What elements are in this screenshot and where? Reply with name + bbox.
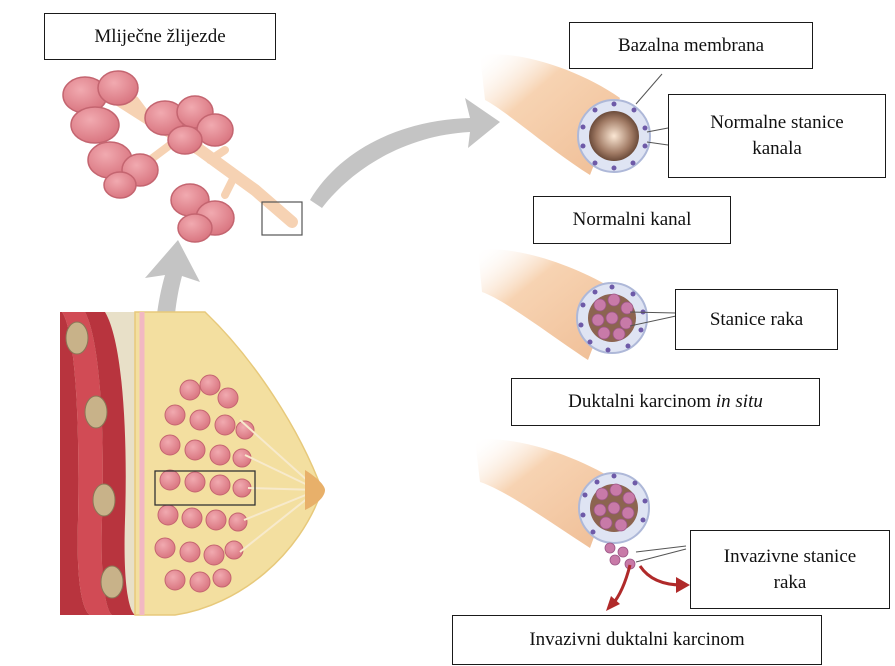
label-mammary-glands: Mliječne žlijezde [44, 13, 276, 60]
label-cancer-cells: Stanice raka [675, 289, 838, 350]
label-normal-duct-cells: Normalne stanice kanala [668, 94, 886, 178]
label-invasive-ductal-carcinoma-text: Invazivni duktalni karcinom [529, 627, 744, 653]
label-invasive-cells-line2: raka [774, 570, 807, 596]
label-basement-membrane: Bazalna membrana [569, 22, 813, 69]
label-dcis: Duktalni karcinom in situ [511, 378, 820, 426]
label-invasive-ductal-carcinoma: Invazivni duktalni karcinom [452, 615, 822, 665]
arrow-to-duct [310, 98, 500, 208]
invasive-duct-illustration [475, 439, 690, 611]
label-dcis-italic: in situ [716, 391, 763, 412]
label-normal-duct: Normalni kanal [533, 196, 731, 244]
label-normal-duct-text: Normalni kanal [573, 207, 692, 233]
label-dcis-text: Duktalni karcinom in situ [568, 389, 763, 415]
label-cancer-cells-text: Stanice raka [710, 307, 803, 333]
label-normal-duct-cells-line1: Normalne stanice [710, 110, 843, 136]
normal-duct-illustration [480, 54, 668, 175]
label-mammary-glands-text: Mliječne žlijezde [94, 24, 225, 50]
label-invasive-cells-line1: Invazivne stanice [724, 544, 856, 570]
label-dcis-prefix: Duktalni karcinom [568, 391, 716, 412]
dcis-duct-illustration [478, 249, 676, 360]
label-normal-duct-cells-line2: kanala [752, 136, 802, 162]
mammary-gland-illustration [63, 71, 302, 242]
label-basement-membrane-text: Bazalna membrana [618, 33, 764, 59]
label-invasive-cells: Invazivne stanice raka [690, 530, 890, 609]
breast-cross-section [60, 312, 325, 615]
